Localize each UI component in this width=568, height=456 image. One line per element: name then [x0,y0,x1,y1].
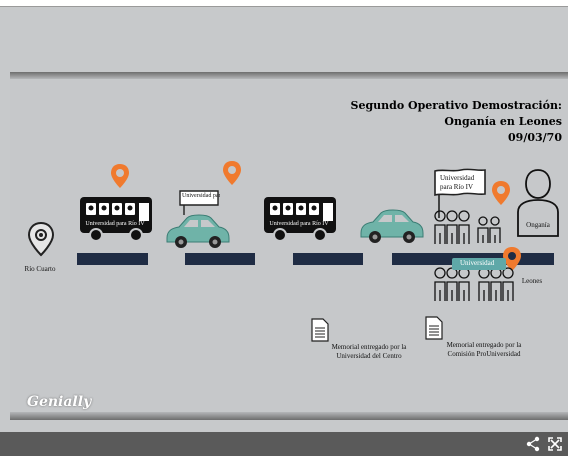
top-border [0,0,568,7]
orange-pin-icon[interactable] [502,246,522,272]
orange-pin-icon[interactable] [491,180,511,206]
bus-icon [80,197,152,242]
sign-icon: Universidad para Río IV [179,190,220,215]
title-line-1: Segundo Operativo Demostración: [350,99,562,112]
bus-icon [264,197,336,242]
bottom-toolbar [0,432,568,456]
people-icon [434,210,470,244]
bus-label: Universidad para Río IV [85,221,145,227]
car-icon [166,214,230,248]
person-label: Onganía [526,221,550,229]
origin-label: Río Cuarto [24,265,56,273]
document-icon[interactable] [311,318,329,342]
road-segment-1 [77,253,148,265]
road-segment-3 [293,253,363,265]
page-title: Segundo Operativo Demostración: Onganía … [351,98,562,146]
memorial-text-1: Memorial entregado por la Universidad de… [331,343,407,360]
orange-pin-icon[interactable] [222,160,242,186]
fullscreen-icon[interactable] [546,435,564,453]
university-badge[interactable]: Universidad [452,258,506,270]
destination-label: Leones [521,277,543,285]
orange-pin-icon[interactable] [110,163,130,189]
sign-icon [434,168,486,218]
origin-location-pin-icon[interactable] [27,221,55,257]
car-icon [360,209,424,243]
people-icon [434,267,470,301]
document-icon[interactable] [425,316,443,340]
bus-label: Universidad para Río IV [269,221,329,227]
badge-text: Universidad [460,259,495,267]
share-icon[interactable] [524,435,542,453]
title-line-2: Onganía en Leones [444,115,562,128]
memorial-text-2: Memorial entregado por la Comisión ProUn… [446,341,522,358]
title-date: 09/03/70 [508,131,562,144]
genially-logo[interactable]: Genially [27,394,92,410]
stage-top-shadow [10,72,568,79]
presentation-stage [10,79,568,412]
people-icon [477,216,501,243]
people-icon [478,267,514,301]
person-icon[interactable] [514,166,562,238]
road-segment-2 [185,253,255,265]
stage-bottom-shadow [10,412,568,420]
big-sign-text: Universidad para Río IV [440,174,475,191]
sign-text: Universidad para Río IV [182,193,220,199]
